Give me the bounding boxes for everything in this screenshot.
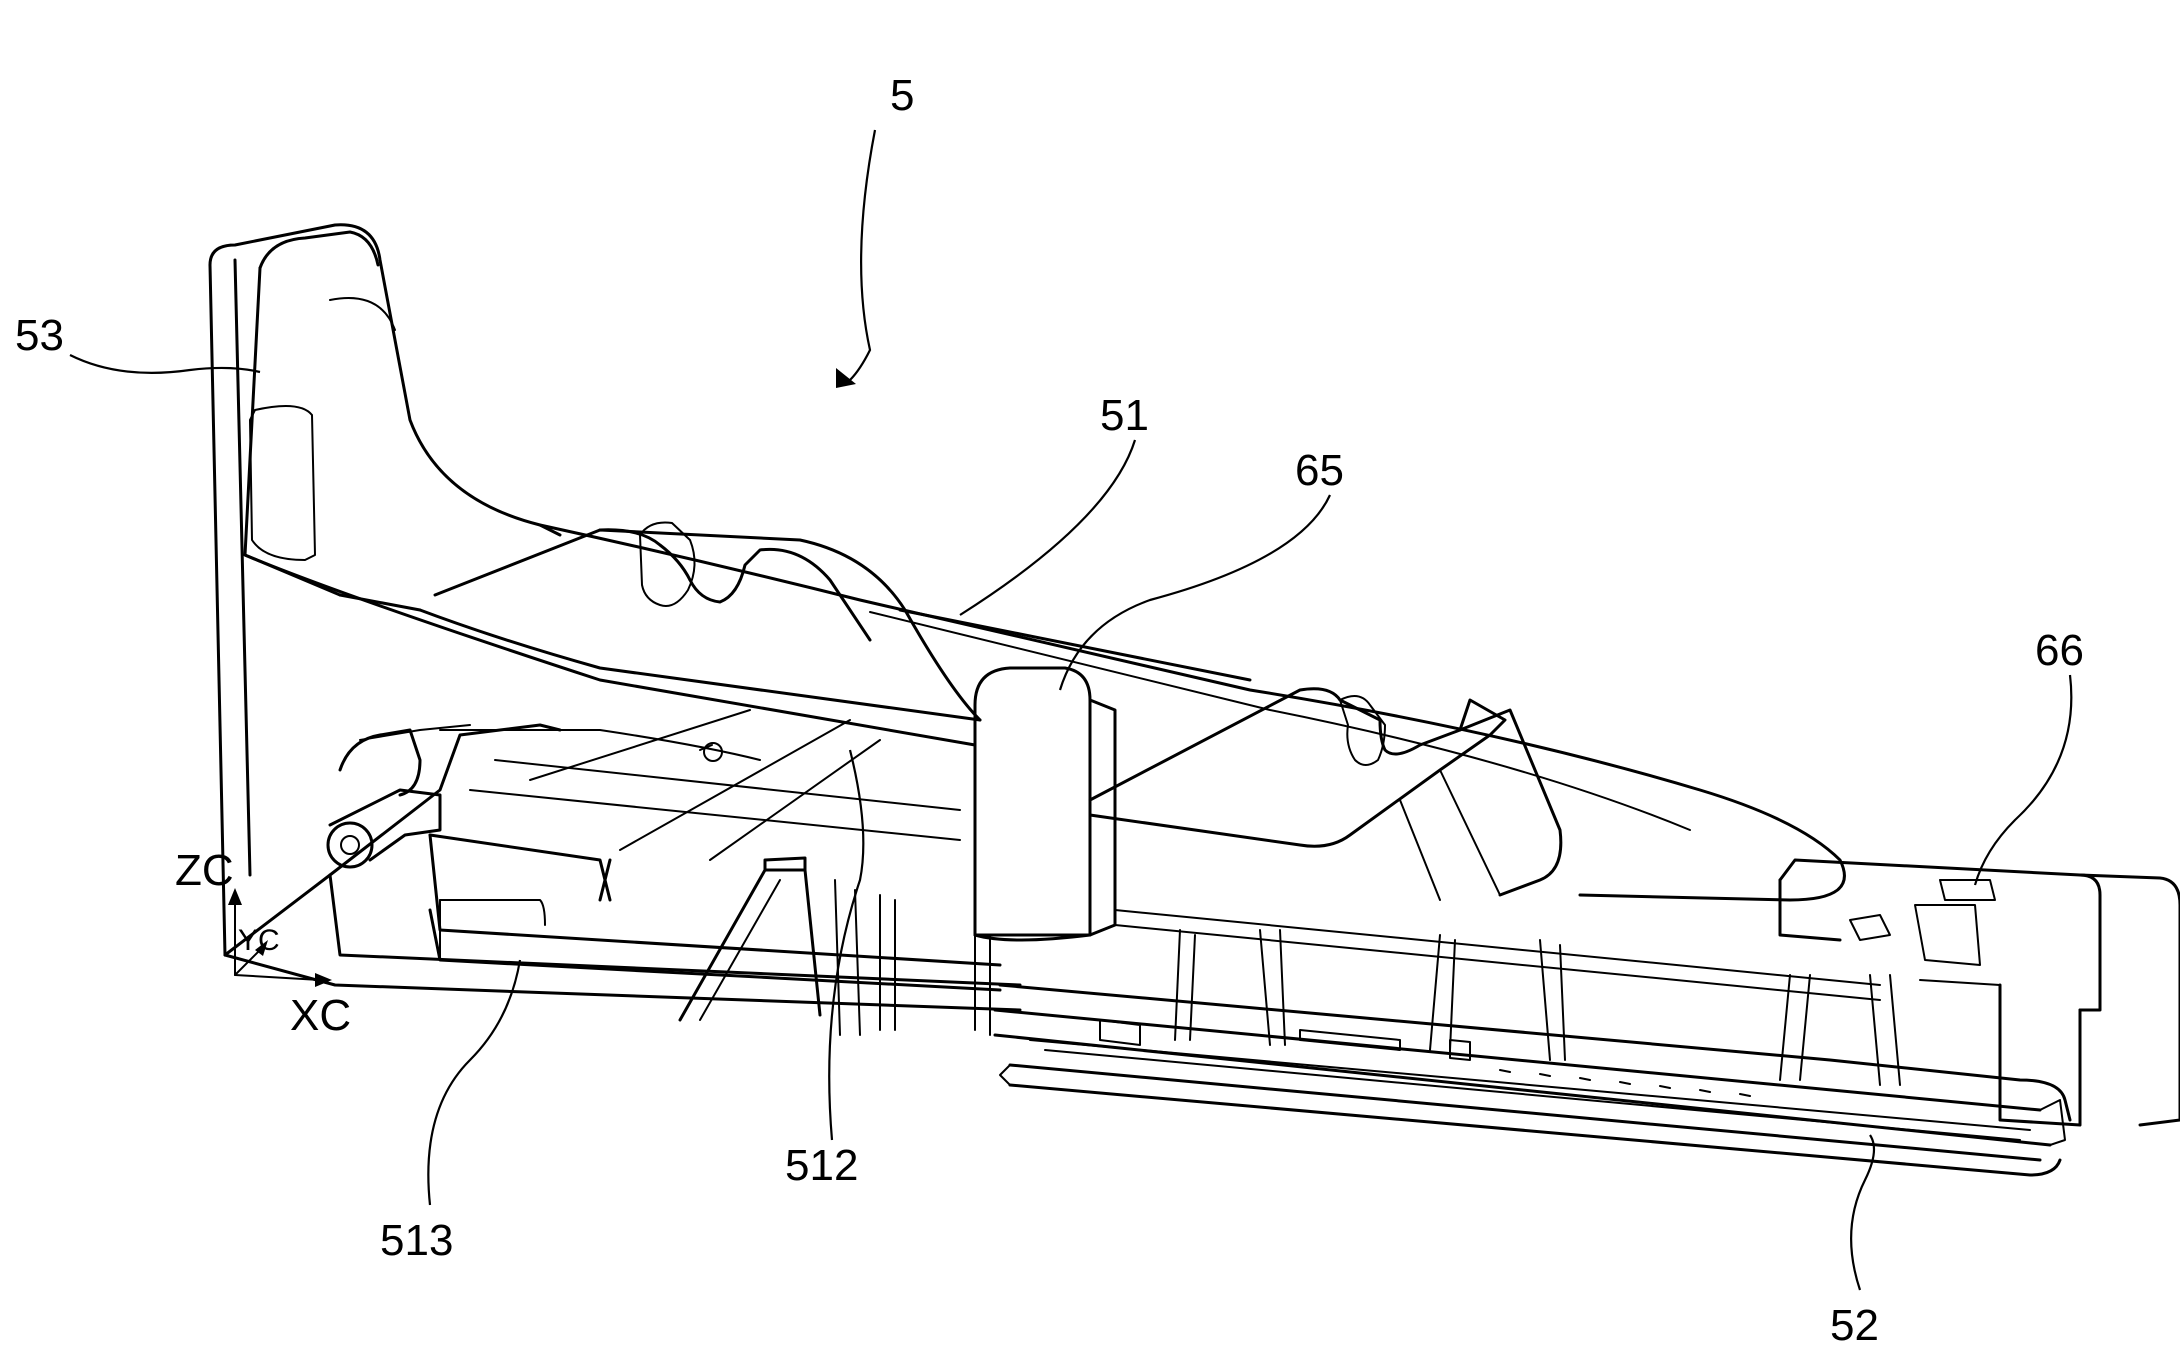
label-66: 66 bbox=[2035, 626, 2084, 675]
reference-labels: 5 53 51 65 66 512 513 52 bbox=[15, 71, 2084, 1348]
post-65 bbox=[975, 668, 1115, 1035]
label-52: 52 bbox=[1830, 1301, 1879, 1348]
lower-frame bbox=[225, 710, 1020, 1010]
axis-label-xc: XC bbox=[290, 991, 351, 1040]
label-513: 513 bbox=[380, 1216, 453, 1265]
label-65: 65 bbox=[1295, 446, 1344, 495]
leader-51 bbox=[960, 440, 1135, 615]
axis-label-zc: ZC bbox=[175, 846, 234, 895]
right-saddle bbox=[1090, 689, 1561, 900]
label-51: 51 bbox=[1100, 391, 1149, 440]
leader-66 bbox=[1975, 675, 2071, 885]
lower-rail bbox=[995, 985, 2070, 1175]
label-53: 53 bbox=[15, 311, 64, 360]
leader-512 bbox=[829, 750, 863, 1140]
coordinate-axes: ZC YC XC bbox=[175, 846, 351, 1040]
label-5: 5 bbox=[890, 71, 914, 120]
axis-label-yc: YC bbox=[238, 924, 280, 957]
leader-513 bbox=[428, 960, 520, 1205]
right-box bbox=[1780, 860, 2180, 1125]
leader-65 bbox=[1060, 495, 1330, 690]
leader-5 bbox=[850, 130, 875, 380]
leader-53 bbox=[70, 355, 260, 373]
gusset bbox=[680, 858, 820, 1020]
label-512: 512 bbox=[785, 1141, 858, 1190]
